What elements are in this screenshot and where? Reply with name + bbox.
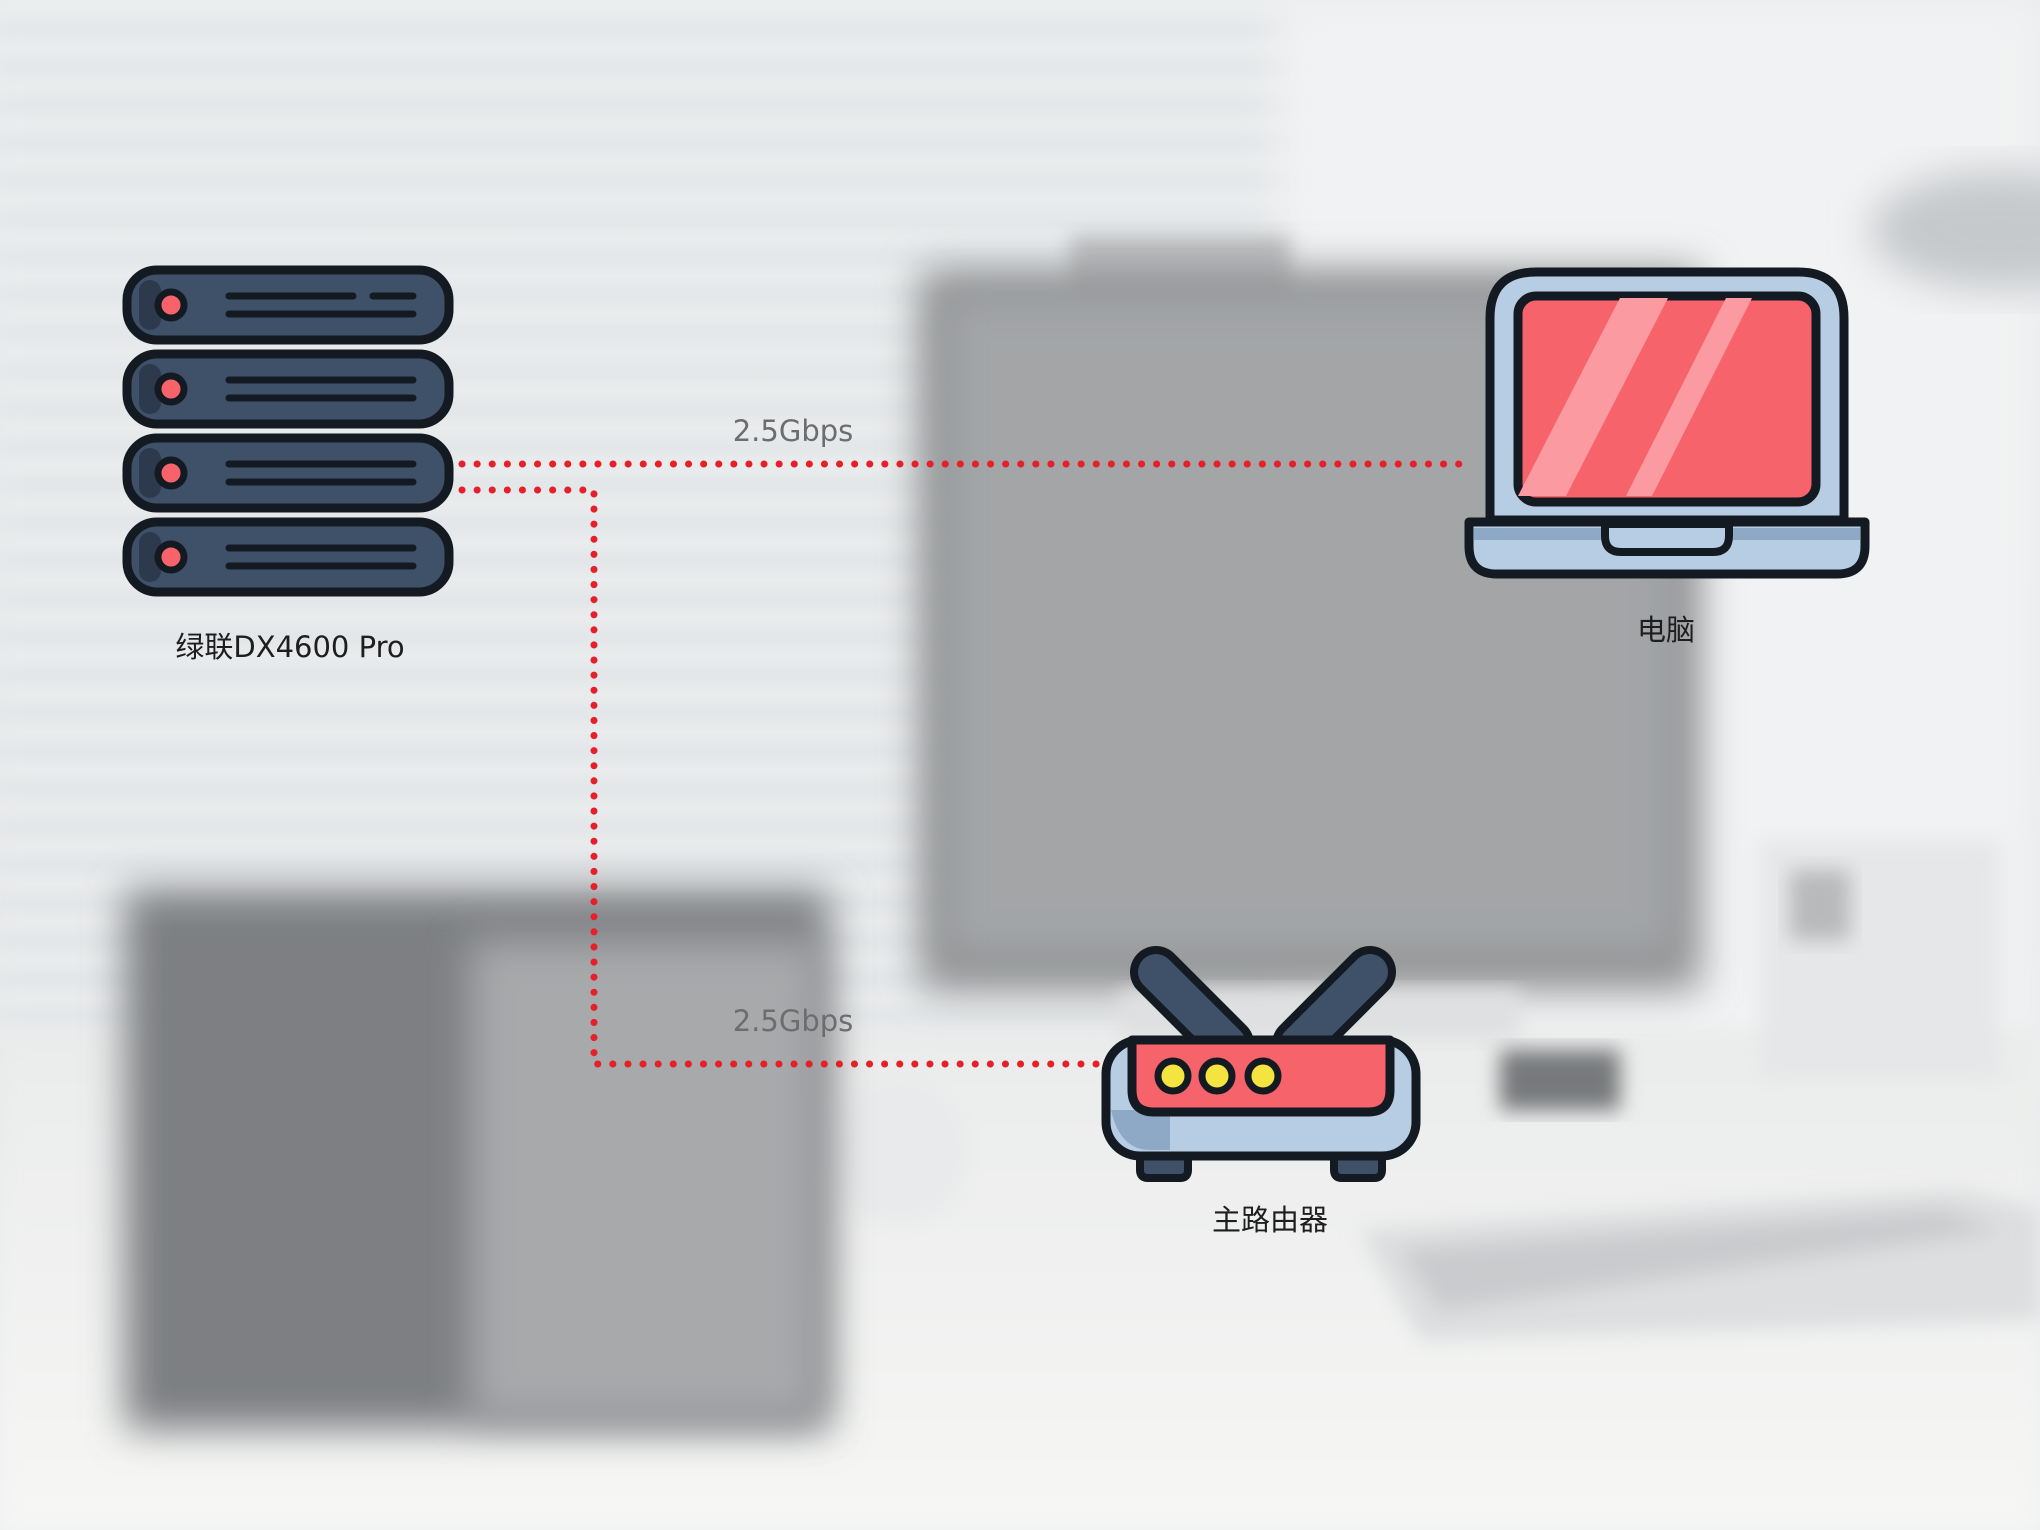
link-nas-to-router-speed-label: 2.5Gbps [733, 1004, 854, 1038]
link-nas-to-computer-speed-label: 2.5Gbps [733, 414, 854, 448]
server-unit-2 [122, 349, 454, 429]
server-unit-4 [122, 517, 454, 597]
nas-label: 绿联DX4600 Pro [175, 630, 404, 664]
server-rack-icon [122, 265, 454, 597]
wifi-router-icon [1101, 946, 1421, 1182]
link-nas-to-router-line [458, 486, 1106, 1068]
laptop-icon [1464, 267, 1870, 579]
computer-label: 电脑 [1637, 613, 1695, 647]
router-label: 主路由器 [1212, 1203, 1328, 1237]
server-unit-3 [122, 433, 454, 513]
server-unit-1 [122, 265, 454, 345]
